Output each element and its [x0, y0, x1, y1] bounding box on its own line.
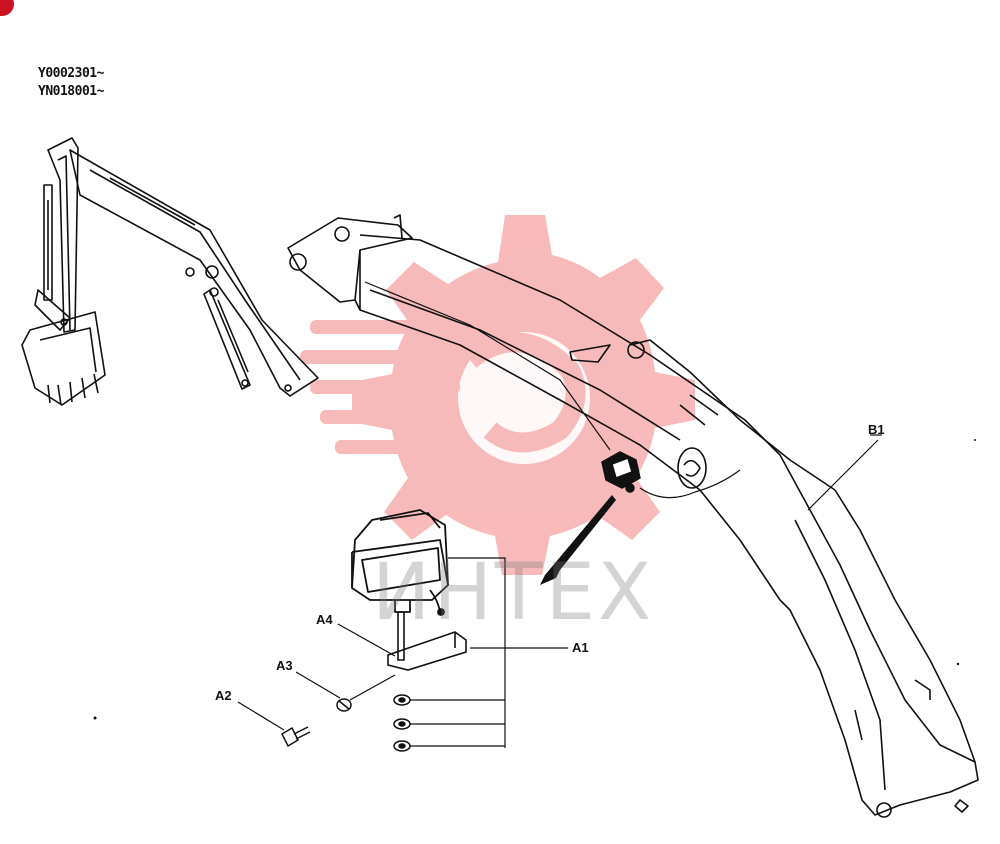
callout-a4: A4	[316, 612, 333, 627]
serial-range-2: YN018001~	[38, 84, 104, 99]
watermark-gear-logo	[300, 215, 695, 575]
lamp-bracket	[387, 611, 467, 671]
fastener-stack	[393, 694, 411, 752]
wire-harness	[364, 281, 741, 499]
callout-b1: B1	[868, 422, 885, 437]
callout-a3: A3	[276, 658, 293, 673]
callout-a1: A1	[572, 640, 589, 655]
main-boom	[287, 214, 979, 818]
bolt-a2	[281, 726, 311, 748]
serial-range-1: Y0002301~	[38, 66, 104, 81]
pointer-arrow	[540, 495, 616, 585]
callout-a2: A2	[215, 688, 232, 703]
leader-lines	[237, 434, 882, 748]
washer-a3	[336, 698, 352, 712]
scan-specks	[93, 439, 976, 720]
watermark-text: ИНТЕХ	[372, 548, 655, 638]
corner-badge	[0, 0, 14, 16]
wire-connector	[601, 451, 641, 493]
overview-boom-arm	[21, 137, 319, 406]
work-lamp	[351, 509, 449, 616]
